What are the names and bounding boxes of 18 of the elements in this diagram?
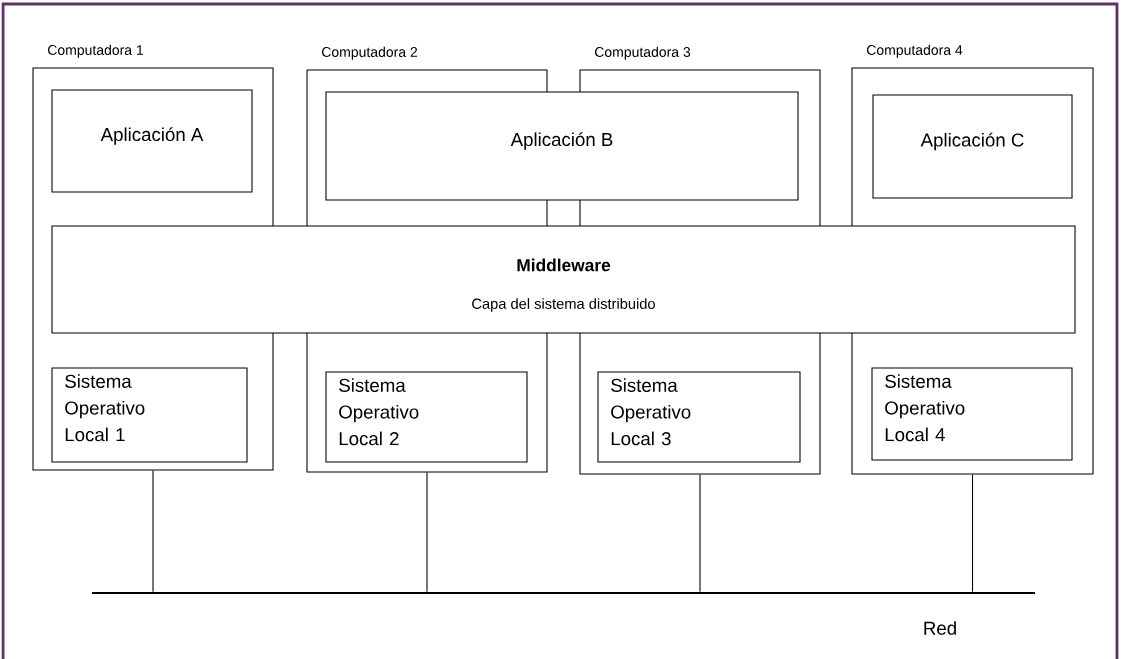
connector-line [152,470,154,593]
os-box: Sistema Operativo Local 1 [51,367,248,463]
connector-line [699,474,701,593]
node-label: Computadora 3 [594,46,691,60]
node-label: Computadora 4 [866,44,963,58]
application-box: Aplicación A [51,89,253,193]
node-label: Computadora 1 [47,44,144,58]
middleware-box: Middleware Capa del sistema distribuido [51,225,1076,334]
connector-line [971,474,974,593]
os-box: Sistema Operativo Local 4 [871,367,1073,461]
os-box: Sistema Operativo Local 3 [597,371,801,463]
connector-line [426,472,428,593]
os-box: Sistema Operativo Local 2 [325,371,528,463]
network-bus: Red [92,592,1035,635]
application-box: Aplicación B [325,91,799,201]
node-label: Computadora 2 [321,46,418,60]
application-box: Aplicación C [872,94,1073,199]
node-label: Red [924,621,956,635]
